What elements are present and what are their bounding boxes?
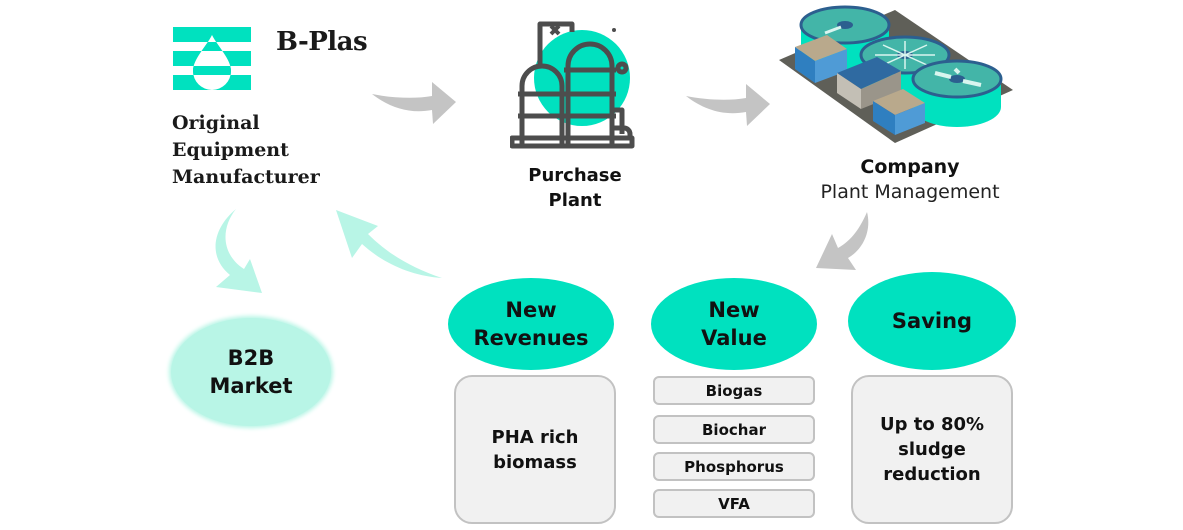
- arrow-right-icon: [686, 84, 770, 126]
- benefit-title-line: Saving: [891, 309, 973, 333]
- saving-ellipse: Saving: [848, 272, 1016, 370]
- card-line: PHA rich: [491, 426, 579, 448]
- company-label: Company Plant Management: [790, 155, 1030, 205]
- benefit-title-line: Revenues: [473, 326, 589, 350]
- brand-subtitle-line: Original: [172, 112, 260, 134]
- value-item-biogas: Biogas: [653, 376, 815, 405]
- arrow-to-oem-icon: [336, 210, 442, 278]
- wastewater-treatment-plant-icon: [779, 5, 1013, 143]
- b2b-market-ellipse: B2B Market: [171, 318, 331, 426]
- company-title: Company: [860, 156, 960, 178]
- value-item-vfa: VFA: [653, 489, 815, 518]
- b-plas-logo-icon: [173, 27, 251, 90]
- value-item-biochar: Biochar: [653, 415, 815, 444]
- card-line: Up to 80%: [879, 414, 985, 435]
- card-line: sludge: [898, 439, 966, 460]
- brand-subtitle: Original Equipment Manufacturer: [172, 110, 320, 191]
- purchase-plant-label: Purchase Plant: [510, 163, 640, 213]
- benefit-title-line: Value: [701, 326, 767, 350]
- purchase-plant-line: Purchase: [528, 165, 622, 186]
- card-line: biomass: [493, 451, 577, 473]
- value-item-phosphorus: Phosphorus: [653, 452, 815, 481]
- new-revenues-ellipse: New Revenues: [448, 278, 614, 370]
- arrow-to-market-icon: [215, 209, 262, 293]
- purchase-plant-line: Plant: [548, 190, 602, 211]
- brand-subtitle-line: Manufacturer: [172, 166, 320, 188]
- new-value-ellipse: New Value: [651, 278, 817, 370]
- arrow-right-icon: [372, 82, 456, 124]
- b2b-market-line: B2B: [227, 346, 275, 370]
- sludge-reduction-card: Up to 80% sludge reduction: [851, 375, 1013, 524]
- brand-name: B-Plas: [276, 27, 368, 57]
- b2b-market-line: Market: [209, 374, 293, 398]
- company-subtitle: Plant Management: [820, 181, 1000, 203]
- benefit-title-line: New: [708, 298, 760, 322]
- refinery-tanks-icon: [510, 21, 635, 149]
- card-line: reduction: [883, 464, 981, 485]
- benefit-title-line: New: [505, 298, 557, 322]
- arrow-down-left-icon: [816, 212, 869, 270]
- brand-subtitle-line: Equipment: [172, 139, 289, 161]
- pha-biomass-card: PHA rich biomass: [454, 375, 616, 524]
